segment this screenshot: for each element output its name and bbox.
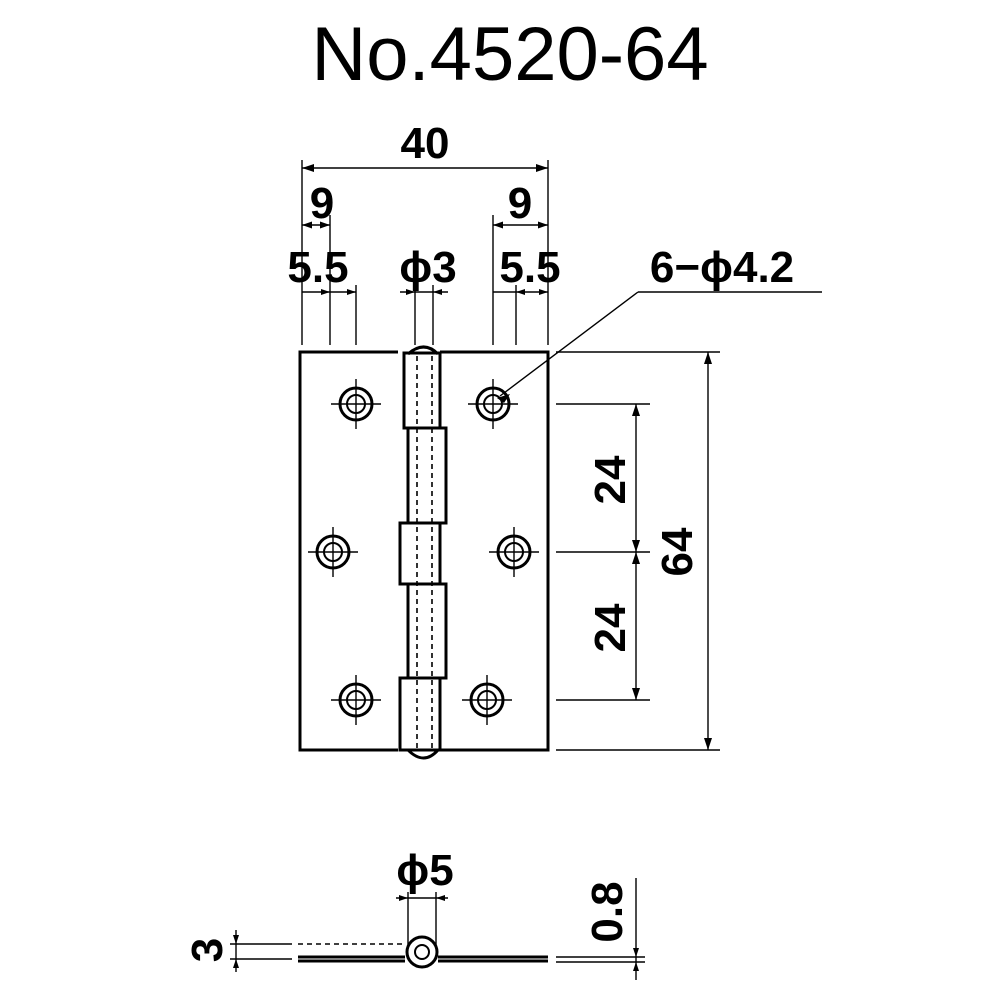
knuckle-segment <box>398 676 442 752</box>
dim-left-offset: 5.5 <box>287 243 348 292</box>
dim-overall-height: 64 <box>653 527 702 576</box>
dim-overall-width: 40 <box>401 119 450 168</box>
dim-pin-diameter: ϕ3 <box>399 243 456 292</box>
right-dimensions: 24 24 64 <box>556 351 720 751</box>
knuckle-segment <box>402 351 442 430</box>
mounting-hole <box>489 527 539 577</box>
hinge-front-view <box>298 345 550 760</box>
drawing-title: No.4520-64 <box>311 12 708 97</box>
dim-left-edge-to-hole: 9 <box>310 179 334 228</box>
dim-right-edge-to-hole: 9 <box>508 179 532 228</box>
hinge-side-view: ϕ5 3 0.8 <box>183 846 645 980</box>
knuckle-segment <box>398 521 442 586</box>
mounting-hole <box>468 379 518 429</box>
mounting-hole <box>331 379 381 429</box>
top-dimensions: 40 9 9 5.5 5.5 ϕ3 6−ϕ4.2 <box>287 119 822 403</box>
dim-right-offset: 5.5 <box>499 243 560 292</box>
mounting-hole <box>462 675 512 725</box>
knuckle-segment <box>406 582 448 680</box>
knuckle-segment <box>406 426 448 525</box>
dim-hole-pitch-lower: 24 <box>586 603 635 652</box>
dim-hole-pitch-upper: 24 <box>586 455 635 504</box>
dim-open-height: 3 <box>183 938 232 962</box>
mounting-hole <box>308 527 358 577</box>
dim-knuckle-diameter: ϕ5 <box>396 846 453 895</box>
dim-hole-spec: 6−ϕ4.2 <box>650 243 794 292</box>
mounting-hole <box>331 675 381 725</box>
dim-thickness: 0.8 <box>583 881 632 942</box>
